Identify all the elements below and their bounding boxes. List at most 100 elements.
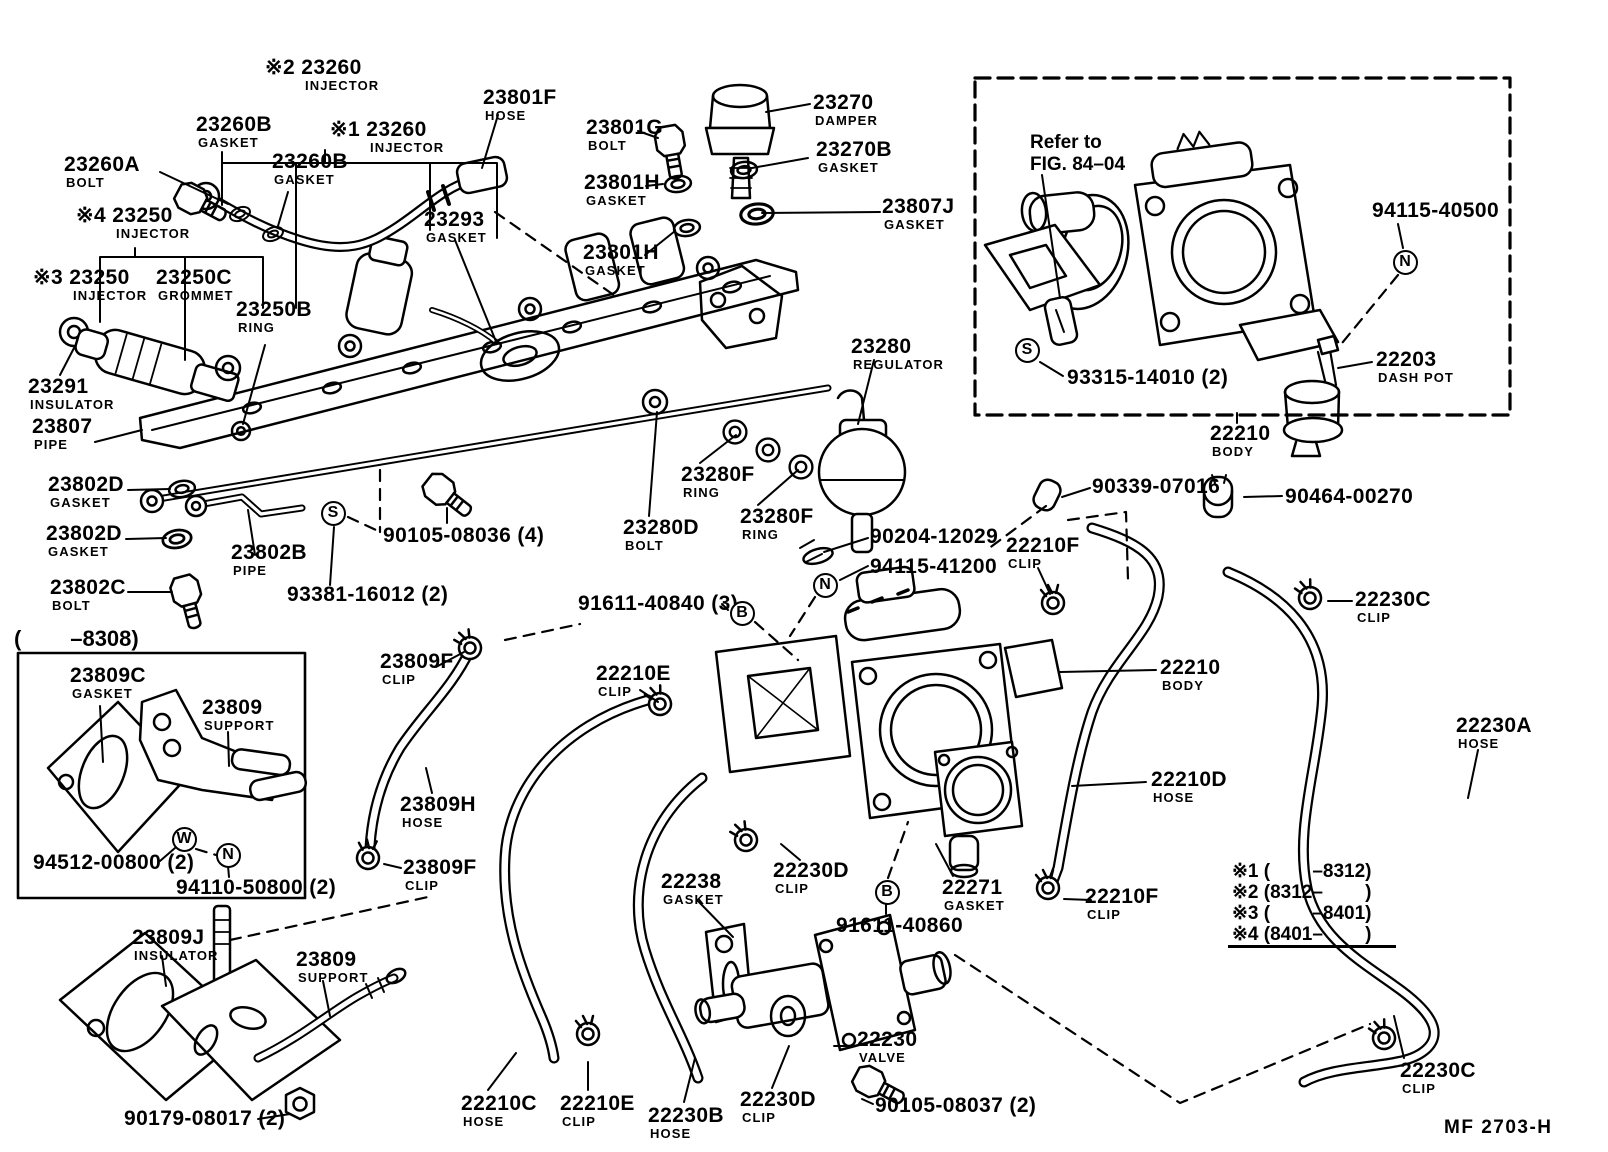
part-label-90464-00270: 90464-00270 xyxy=(1285,485,1414,508)
throttle-body-variant xyxy=(983,130,1344,458)
part-label-90179-080172: 90179-08017 (2) xyxy=(124,1107,286,1130)
fastener-marker-B: B xyxy=(874,879,900,905)
fastener-marker-S: S xyxy=(320,500,346,526)
part-label-93315-140102: 93315-14010 (2) xyxy=(1067,366,1229,389)
part-label-94110-508002: 94110-50800 (2) xyxy=(176,876,337,899)
part-label-94115-41200: 94115-41200 xyxy=(870,555,998,578)
leader-lines xyxy=(59,103,1479,1120)
note-underline xyxy=(1228,945,1396,948)
applicability-note-line: ※2 (8312– ) xyxy=(1232,882,1372,903)
part-label-91611-408403: 91611-40840 (3) xyxy=(578,592,739,615)
rail-bracket xyxy=(698,264,784,350)
part-label-93381-160122: 93381-16012 (2) xyxy=(287,583,449,606)
fastener-marker-N: N xyxy=(812,572,838,598)
fastener-marker-N: N xyxy=(1392,249,1418,275)
refer-note-line1: Refer to xyxy=(1030,132,1102,153)
part-label-90204-12029: 90204-12029 xyxy=(870,525,999,548)
dashed-leaders xyxy=(194,210,1400,1105)
cap-90339 xyxy=(1032,478,1062,512)
applicability-note-line: ※1 ( –8312) xyxy=(1232,861,1372,882)
part-label-90339-07016: 90339-07016 xyxy=(1092,475,1221,498)
part-label-91611-40860: 91611-40860 xyxy=(836,914,964,937)
part-label-90105-080372: 90105-08037 (2) xyxy=(875,1094,1037,1117)
fastener-marker-W: W xyxy=(171,826,197,852)
fastener-marker-N: N xyxy=(215,842,241,868)
gasket-23293 xyxy=(429,307,561,382)
applicability-note: ※1 ( –8312)※2 (8312– )※3 ( –8401)※4 (840… xyxy=(1232,861,1372,945)
refer-note-line2: FIG. 84–04 xyxy=(1030,154,1126,176)
part-label-94512-008002: 94512-00800 (2) xyxy=(33,851,195,874)
damper xyxy=(704,83,776,200)
applicability-note-line: ※4 (8401– ) xyxy=(1232,924,1372,945)
valve-22230 xyxy=(694,913,952,1052)
applicability-note-line: ※3 ( –8401) xyxy=(1232,903,1372,924)
clamp-90464 xyxy=(1202,474,1234,519)
gasket-22271 xyxy=(933,740,1024,879)
inset-box-date-range: ( –8308) xyxy=(14,626,139,651)
support-assembly-early xyxy=(46,688,308,854)
injector-lower xyxy=(58,316,252,442)
fastener-marker-B: B xyxy=(729,600,755,626)
fuel-rail xyxy=(138,255,800,450)
refer-note: Refer to FIG. 84–04 xyxy=(1030,132,1125,177)
injector-boss xyxy=(564,232,621,302)
return-pipe xyxy=(184,493,306,518)
part-label-90105-080364: 90105-08036 (4) xyxy=(383,524,545,547)
fastener-marker-S: S xyxy=(1014,337,1040,363)
support-assembly-late xyxy=(58,904,407,1121)
pressure-regulator xyxy=(799,389,907,566)
figure-code: MF 2703-H xyxy=(1444,1117,1553,1138)
injector-upper xyxy=(345,235,414,336)
variant-dashed-box xyxy=(973,76,1512,417)
fuel-pipe xyxy=(139,384,832,514)
